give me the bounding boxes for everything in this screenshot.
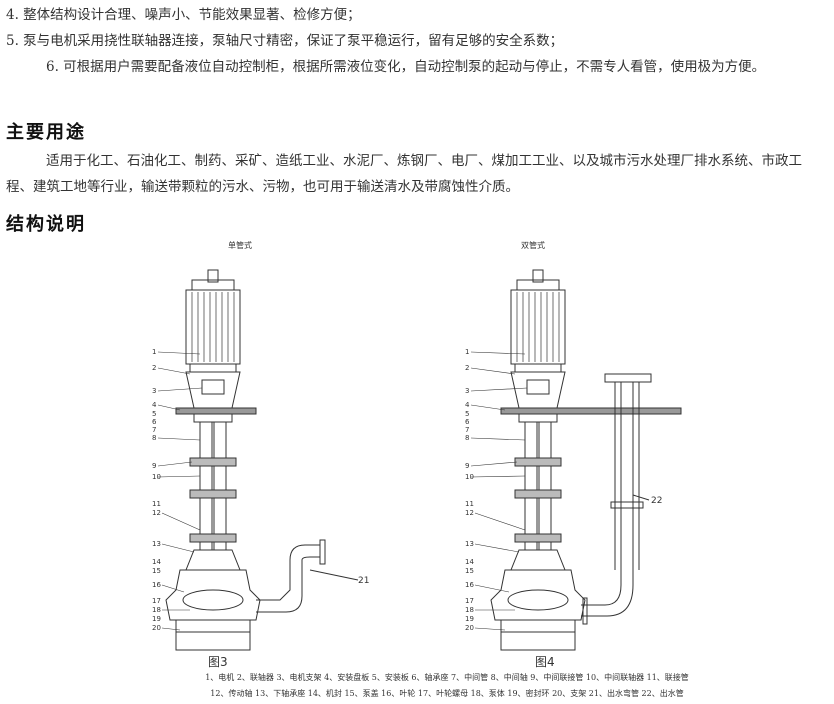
fig4-callout-17: 17 (465, 597, 474, 605)
usage-heading: 主要用途 (6, 122, 86, 143)
parts-legend-line-1: 1、电机 2、联轴器 3、电机支架 4、安装盘板 5、安装板 6、轴承座 7、中… (205, 673, 689, 682)
fig4-callout-1: 1 (465, 348, 469, 356)
fig3-callout-19: 19 (152, 615, 161, 623)
fig4-callout-5: 5 (465, 410, 469, 418)
fig3-callout-6: 6 (152, 418, 157, 426)
fig4-callout-18: 18 (465, 606, 474, 614)
fig4-callout-11: 11 (465, 500, 474, 508)
figure-3-title: 单管式 (228, 240, 252, 250)
fig3-callout-17: 17 (152, 597, 161, 605)
figure-3-single-pipe-diagram: 单管式 21 (152, 240, 369, 669)
fig3-callout-15: 15 (152, 567, 161, 575)
figure-4-double-pipe-diagram: 双管式 22 1 2 (465, 240, 682, 669)
fig3-callout-5: 5 (152, 410, 156, 418)
fig3-callout-4: 4 (152, 401, 157, 409)
figure-4-caption: 图4 (535, 655, 555, 669)
figure-4-title: 双管式 (521, 240, 545, 250)
fig3-callout-9: 9 (152, 462, 156, 470)
fig3-callout-10: 10 (152, 473, 161, 481)
fig4-callout-20: 20 (465, 624, 474, 632)
fig3-callout-20: 20 (152, 624, 161, 632)
figure-3-caption: 图3 (208, 655, 228, 669)
fig4-callout-9: 9 (465, 462, 469, 470)
fig4-callout-8: 8 (465, 434, 469, 442)
fig3-callout-14: 14 (152, 558, 161, 566)
fig4-callout-6: 6 (465, 418, 470, 426)
fig4-callout-3: 3 (465, 387, 469, 395)
structure-heading: 结构说明 (6, 214, 86, 235)
feature-item-5: 5. 泵与电机采用挠性联轴器连接，泵轴尺寸精密，保证了泵平稳运行，留有足够的安全… (6, 33, 564, 49)
fig3-callout-7: 7 (152, 426, 156, 434)
fig4-callout-10: 10 (465, 473, 474, 481)
fig4-callout-16: 16 (465, 581, 474, 589)
fig3-callout-18: 18 (152, 606, 161, 614)
feature-item-6: 6. 可根据用户需要配备液位自动控制柜，根据所需液位变化，自动控制泵的起动与停止… (46, 59, 766, 75)
outlet-elbow-label: 21 (358, 576, 369, 586)
outlet-pipe-label: 22 (651, 496, 662, 506)
feature-item-4: 4. 整体结构设计合理、噪声小、节能效果显著、检修方便； (6, 7, 361, 23)
fig4-callout-14: 14 (465, 558, 474, 566)
fig3-callout-12: 12 (152, 509, 161, 517)
fig4-callout-13: 13 (465, 540, 474, 548)
fig4-callout-2: 2 (465, 364, 469, 372)
fig4-callout-4: 4 (465, 401, 470, 409)
fig4-callout-7: 7 (465, 426, 469, 434)
parts-legend-line-2: 12、传动轴 13、下轴承座 14、机封 15、泵盖 16、叶轮 17、叶轮螺母… (210, 689, 684, 698)
fig4-callout-19: 19 (465, 615, 474, 623)
fig3-callout-2: 2 (152, 364, 156, 372)
fig3-callout-16: 16 (152, 581, 161, 589)
fig4-callout-15: 15 (465, 567, 474, 575)
fig3-callout-3: 3 (152, 387, 156, 395)
fig4-callout-12: 12 (465, 509, 474, 517)
fig3-callout-11: 11 (152, 500, 161, 508)
usage-paragraph: 适用于化工、石油化工、制药、采矿、造纸工业、水泥厂、炼钢厂、电厂、煤加工工业、以… (6, 153, 802, 195)
fig3-callout-13: 13 (152, 540, 161, 548)
fig3-callout-1: 1 (152, 348, 156, 356)
fig3-callout-8: 8 (152, 434, 156, 442)
